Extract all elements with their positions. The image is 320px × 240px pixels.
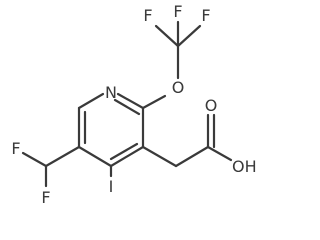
bond-cf3-f-right — [176, 24, 202, 48]
bond-ch2-cooh — [174, 145, 210, 168]
bond-n1-c2-double — [113, 98, 141, 116]
atom-label-o-ether: O — [172, 78, 185, 97]
bond-c4-c5 — [77, 145, 113, 168]
bond-c3-c4-double — [109, 142, 139, 161]
atom-label-f-top-left: F — [143, 6, 152, 25]
bond-cf3-f-left — [154, 24, 180, 48]
atom-label-f-top-mid: F — [173, 2, 182, 21]
bond-c3-ch2 — [141, 145, 178, 168]
atom-label-f-left: F — [11, 139, 20, 158]
bond-c-oh — [206, 145, 233, 162]
bonds — [21, 20, 233, 188]
bond-c6-n1 — [77, 92, 105, 110]
bond-c5-chf2 — [44, 145, 81, 168]
atom-label-i: I — [109, 177, 114, 196]
atom-label-n1: N — [105, 83, 117, 102]
atom-labels: N O F F F O OH I F F — [11, 2, 256, 207]
atom-label-o-carbonyl: O — [205, 96, 218, 115]
chemical-structure-diagram: N O F F F O OH I F F — [11, 2, 256, 207]
bond-c3-c4 — [109, 145, 145, 168]
bond-n1-c2 — [116, 92, 145, 110]
atom-label-f-top-right: F — [201, 6, 210, 25]
bond-c2-o — [141, 94, 167, 110]
bond-chf2-f-left — [21, 151, 48, 168]
atom-label-f-lower: F — [41, 188, 50, 207]
atom-label-oh: OH — [232, 157, 257, 176]
